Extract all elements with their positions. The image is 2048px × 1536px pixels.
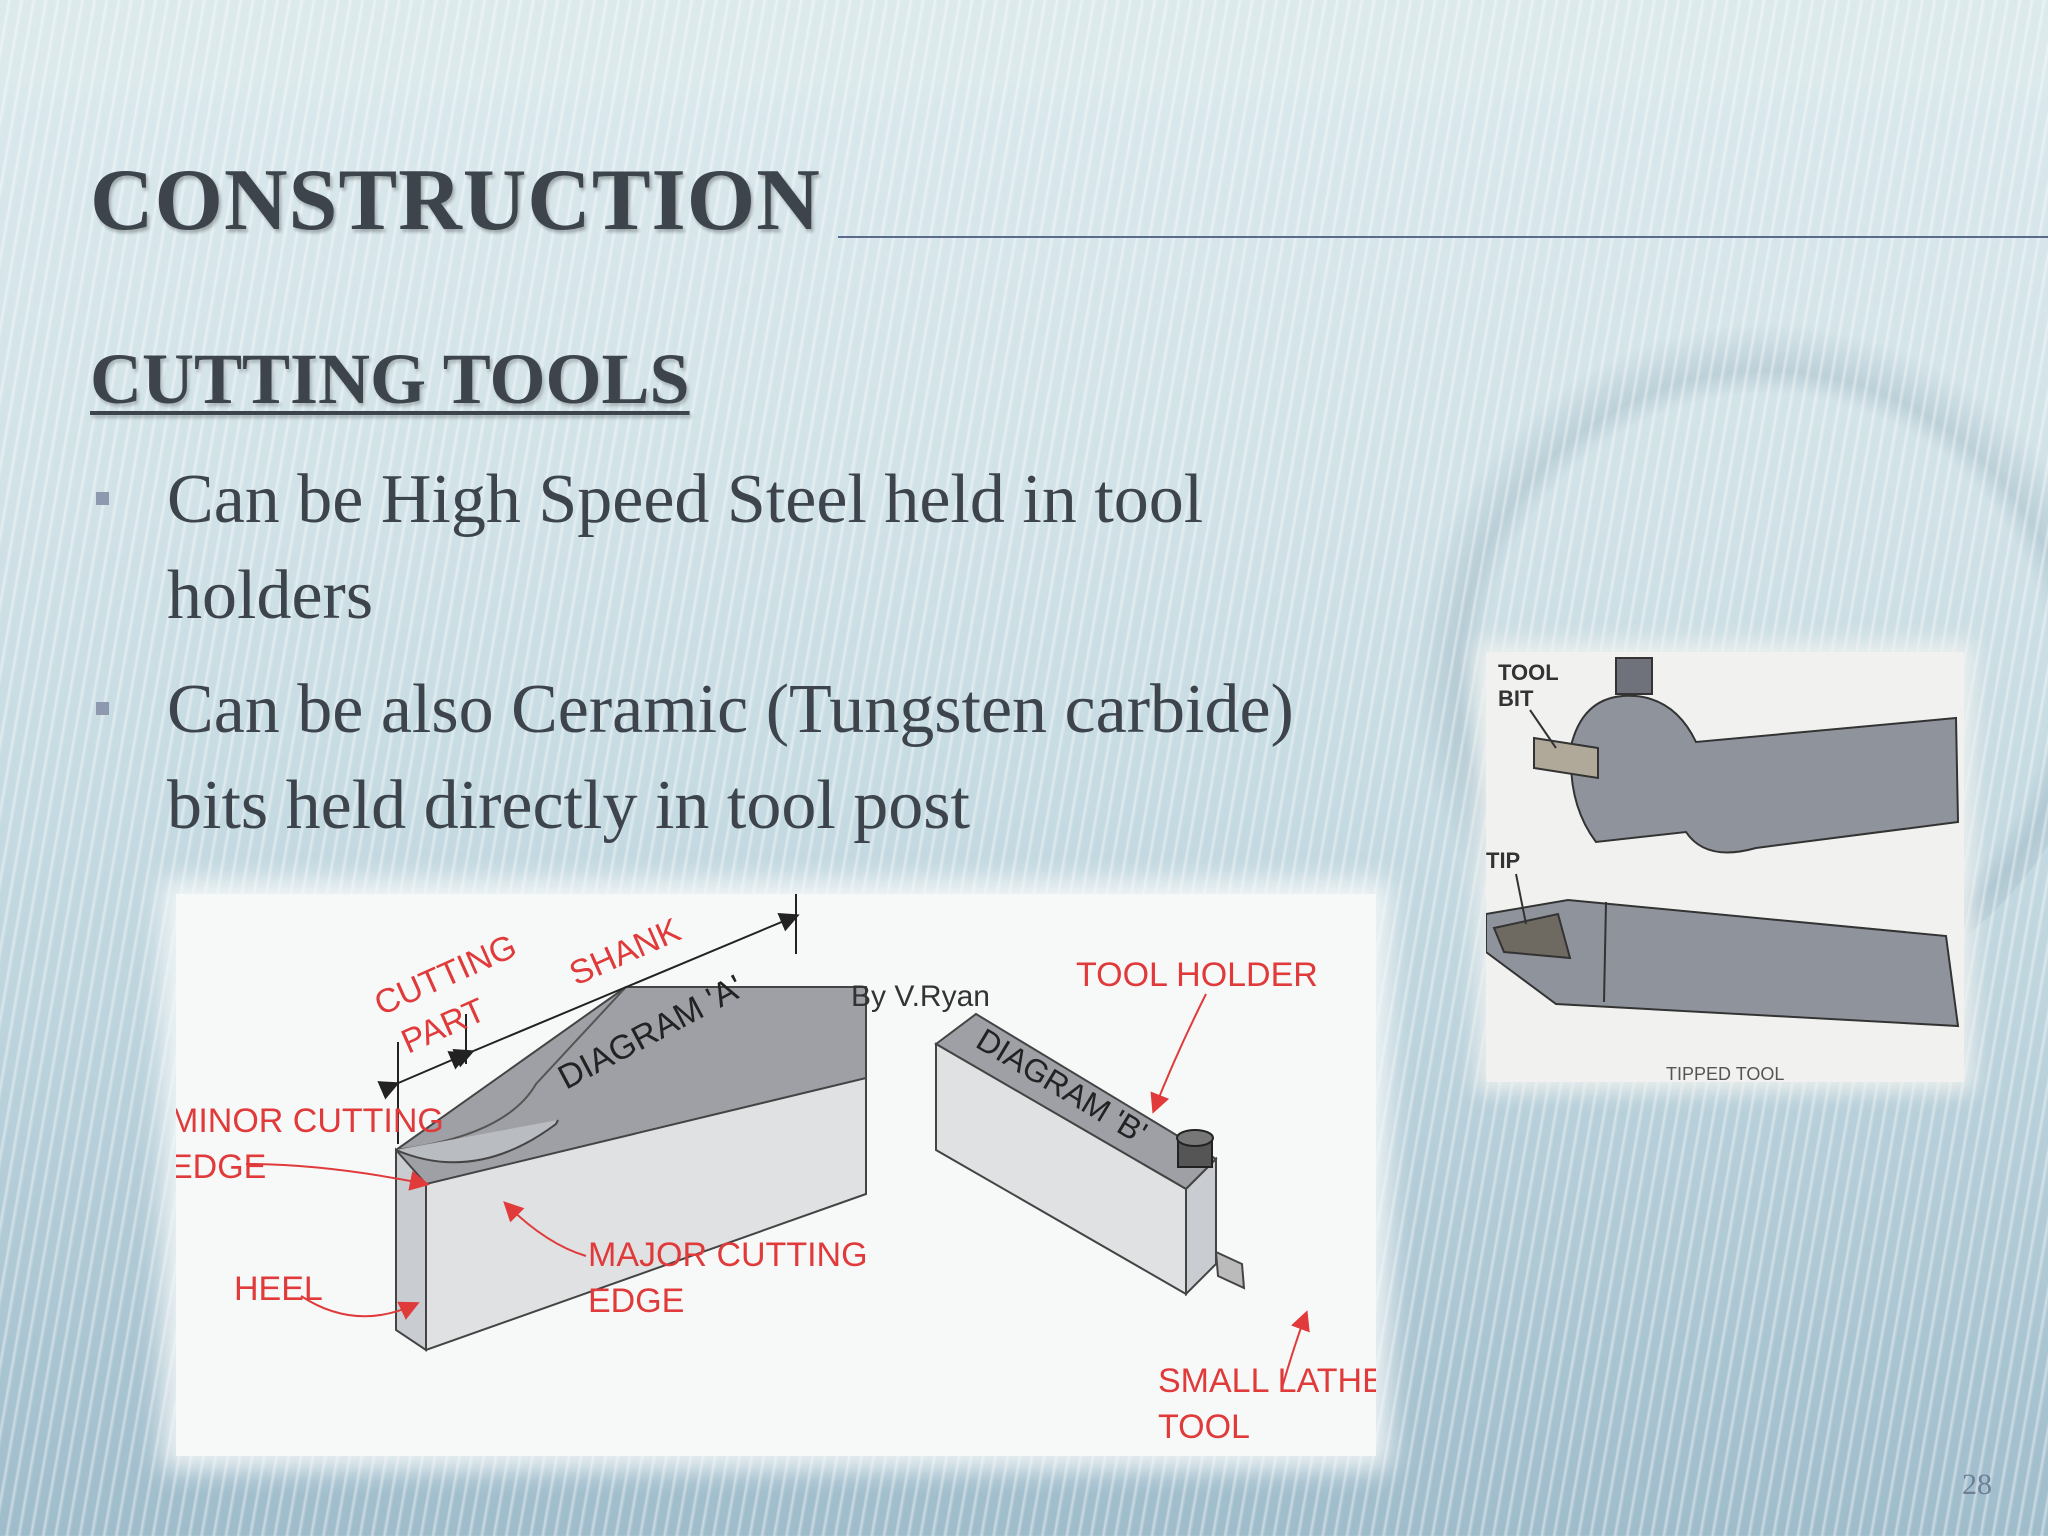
minor-edge-label-1: MINOR CUTTING (176, 1102, 444, 1140)
minor-edge-arrow (245, 1163, 430, 1191)
tool-bit-pointer (1529, 709, 1557, 749)
heel-arrow (300, 1295, 420, 1320)
major-edge-arrow (503, 1201, 587, 1257)
tool-a-cutting-face (395, 1119, 559, 1164)
heel-label: HEEL (234, 1270, 323, 1308)
bullet-item: Can be High Speed Steel held in tool hol… (90, 452, 1490, 644)
tool-holder-arrow (1150, 993, 1207, 1114)
shank-label: SHANK (564, 911, 687, 993)
upper-tool-holder (1533, 657, 1960, 854)
bullet-item: Can be also Ceramic (Tungsten carbide) b… (90, 662, 1490, 854)
cutting-part-dimension (377, 1051, 470, 1100)
square-bullet-icon (96, 492, 109, 505)
page-number: 28 (1962, 1468, 1992, 1501)
small-tool-bit (1214, 1250, 1246, 1290)
small-lathe-label-1: SMALL LATHE (1158, 1362, 1376, 1400)
tool-bit-label-2: BIT (1498, 686, 1534, 711)
major-edge-label-1: MAJOR CUTTING (588, 1236, 868, 1274)
tool-bit-insert (1533, 736, 1599, 780)
tool-bit-label-1: TOOL (1498, 660, 1559, 685)
tool-a-side-face (425, 1076, 867, 1352)
tip-pointer (1515, 873, 1527, 925)
minor-edge-label-2: EDGE (176, 1148, 266, 1186)
bullet-text-line: holders (167, 557, 374, 634)
background-top-band (0, 0, 2048, 110)
credit-label: By V.Ryan (851, 980, 990, 1013)
bullet-text-line: bits held directly in tool post (167, 767, 970, 844)
tool-bit-illustration: TOOL BIT TIP TIPPED TOOL (1485, 652, 1964, 1084)
tip-label: TIP (1486, 848, 1520, 873)
tool-holder-b: DIAGRAM 'B' (934, 1012, 1246, 1297)
square-bullet-icon (96, 702, 109, 715)
bullet-list: Can be High Speed Steel held in tool hol… (90, 452, 1490, 872)
bolt-icon (1615, 657, 1653, 695)
bullet-text-line: Can be High Speed Steel held in tool (167, 461, 1204, 538)
slide-subtitle: CUTTING TOOLS (90, 339, 690, 419)
tipped-tool-label: TIPPED TOOL (1666, 1064, 1784, 1082)
lathe-tool-diagram: DIAGRAM 'A' CUTTING PART SHANK By V.Ryan… (170, 894, 1385, 1456)
tool-holder-label: TOOL HOLDER (1076, 956, 1318, 994)
small-lathe-label-2: TOOL (1158, 1408, 1250, 1446)
lathe-tool-diagram-svg: DIAGRAM 'A' CUTTING PART SHANK By V.Ryan… (170, 894, 1385, 1446)
slide-title: CONSTRUCTION (90, 152, 821, 249)
tool-bit-illustration-svg: TOOL BIT TIP TIPPED TOOL (1485, 657, 1960, 1084)
major-edge-label-2: EDGE (588, 1282, 684, 1320)
bullet-text-line: Can be also Ceramic (Tungsten carbide) (167, 671, 1294, 748)
small-lathe-arrow (1281, 1310, 1310, 1389)
shank-dimension (452, 912, 800, 1068)
lower-tipped-tool (1485, 898, 1960, 1028)
title-rule (838, 236, 2048, 238)
carbide-tip (1492, 912, 1572, 960)
